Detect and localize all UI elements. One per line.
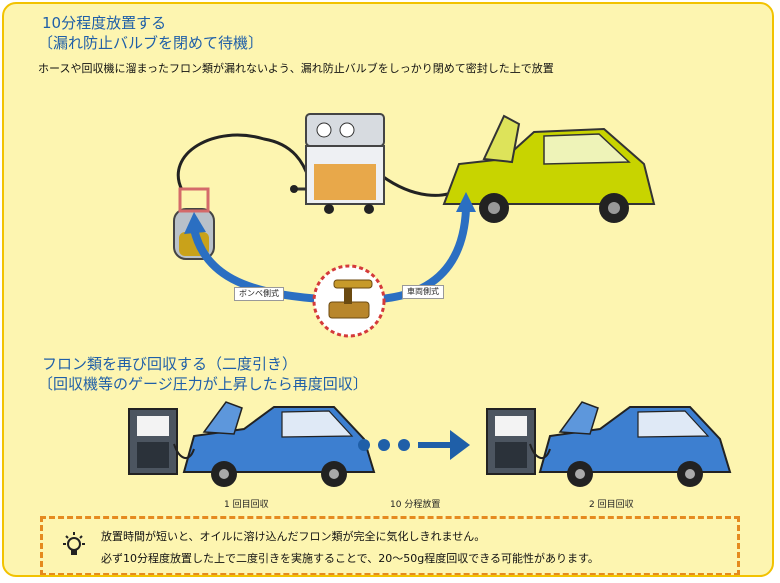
machine-2-icon: [486, 408, 536, 475]
lightbulb-icon: [63, 532, 85, 555]
section1-subtitle: 〔漏れ防止バルブを閉めて待機〕: [38, 34, 264, 52]
section1-title: 10分程度放置する: [42, 14, 167, 32]
note-line-1: 放置時間が短いと、オイルに溶け込んだフロン類が完全に気化しきれません。: [101, 530, 486, 543]
section2-title: フロン類を再び回収する（二度引き）: [42, 355, 298, 373]
car-blue-1-icon: [173, 401, 376, 487]
section2-subtitle: 〔回収機等のゲージ圧力が上昇したら再度回収〕: [38, 375, 368, 393]
content-panel: 10分程度放置する 〔漏れ防止バルブを閉めて待機〕 ホースや回収機に溜まったフロ…: [2, 2, 774, 577]
arrow-to-car-icon: [456, 192, 476, 212]
machine-1-icon: [128, 408, 178, 475]
tip-note: 放置時間が短いと、オイルに溶け込んだフロン類が完全に気化しきれません。 必ず10…: [40, 516, 740, 575]
recovery-machine-icon: [290, 113, 385, 214]
label-vehicle-side: 車両側式: [402, 285, 444, 299]
caption-first-recovery: 1 回目回収: [224, 500, 269, 510]
label-cylinder-side: ボンベ側式: [234, 287, 284, 301]
valve-icon: [312, 264, 386, 338]
note-line-2: 必ず10分程度放置した上で二度引きを実施することで、20〜50g程度回収できる可…: [101, 552, 599, 565]
car-yellow-icon: [442, 114, 656, 223]
car-blue-2-icon: [529, 401, 732, 487]
caption-wait: 10 分程放置: [390, 500, 441, 510]
arrow-to-cylinder-icon: [184, 212, 206, 234]
illustration-layer: [128, 113, 732, 487]
waiting-dots-icon: [358, 439, 410, 451]
caption-second-recovery: 2 回目回収: [589, 500, 634, 510]
section1-description: ホースや回収機に溜まったフロン類が漏れないよう、漏れ防止バルブをしっかり閉めて密…: [38, 62, 554, 75]
hose-cylinder: [176, 133, 311, 191]
next-arrow-icon: [418, 430, 470, 460]
